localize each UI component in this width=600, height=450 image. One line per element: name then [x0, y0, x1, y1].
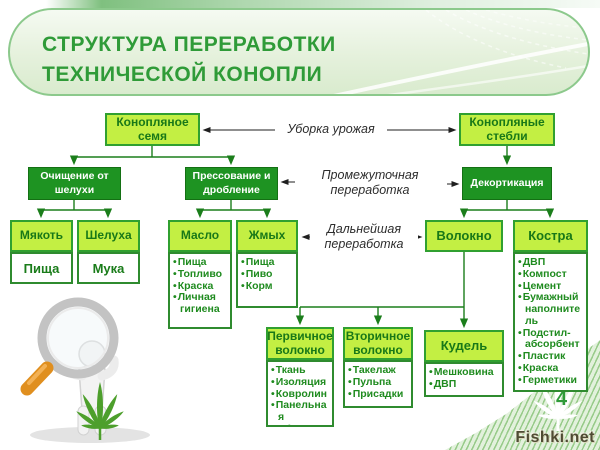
flow-label-further-line1: Дальнейшая	[326, 222, 402, 236]
product-item: ДВП	[518, 256, 585, 269]
product-item: ДВП	[429, 378, 501, 391]
node-fiber: Волокно	[425, 220, 503, 252]
slide-title: СТРУКТУРА ПЕРЕРАБОТКИ ТЕХНИЧЕСКОЙ КОНОПЛ…	[42, 30, 336, 90]
product-item: Краска	[173, 280, 229, 293]
slide-title-line1: СТРУКТУРА ПЕРЕРАБОТКИ	[42, 33, 336, 56]
flow-label-intermediate-line2: переработка	[330, 183, 410, 197]
product-item: Бумажный наполнитель	[518, 291, 585, 327]
product-item: Компост	[518, 268, 585, 281]
node-cake: Жмых	[236, 220, 298, 252]
product-pulp: Пища	[10, 252, 73, 284]
node-primary-fiber-label: Первичное волокно	[267, 329, 333, 357]
page-number: 4	[556, 388, 568, 410]
node-secondary-fiber-label: Вторичное волокно	[345, 329, 411, 357]
node-primary-fiber: Первичное волокно	[266, 327, 334, 360]
watermark: Fishki.net	[515, 429, 595, 446]
product-item: Пища	[241, 256, 295, 269]
magnifier-figure-illustration	[20, 297, 150, 443]
product-item: Пища	[173, 256, 229, 269]
product-item: Корм	[241, 280, 295, 293]
product-list-cake: ПищаПивоКорм	[236, 252, 298, 308]
product-item: Пиво	[241, 268, 295, 281]
node-pulp: Мякоть	[10, 220, 73, 252]
flow-label-intermediate-line1: Промежуточная	[321, 168, 419, 182]
top-gradient-strip	[46, 0, 600, 8]
node-cake-label: Жмых	[248, 228, 286, 243]
product-husk-label: Мука	[92, 260, 125, 276]
node-hemp-seed-label: Конопляное семя	[116, 115, 189, 143]
node-hemp-seed: Конопляное семя	[105, 113, 200, 146]
node-secondary-fiber: Вторичное волокно	[343, 327, 413, 360]
slide-title-line2: ТЕХНИЧЕСКОЙ КОНОПЛИ	[42, 63, 323, 86]
hemp-leaf-icon	[76, 382, 124, 440]
node-oil: Масло	[168, 220, 232, 252]
node-tow-label: Кудель	[440, 337, 488, 353]
product-item: Цемент	[518, 280, 585, 293]
product-pulp-label: Пища	[23, 260, 60, 276]
product-item: Топливо	[173, 268, 229, 281]
product-item: Панельная обшивка	[271, 399, 331, 425]
node-fiber-label: Волокно	[436, 227, 492, 243]
node-hurd: Костра	[513, 220, 588, 252]
node-tow: Кудель	[424, 330, 504, 362]
product-item: Герметики	[518, 374, 585, 387]
product-list-hurd: ДВПКомпостЦементБумажный наполнительПодс…	[513, 252, 588, 392]
header-swirl-decoration	[333, 10, 588, 94]
product-list-primary-fiber: ТканьИзоляцияКовролинПанельная обшивка	[266, 360, 334, 427]
flow-label-harvest: Уборка урожая	[275, 122, 387, 137]
node-pressing-label: Прессование и дробление	[192, 170, 271, 196]
product-item: Подстил-абсорбент	[518, 327, 585, 352]
product-list-oil: ПищаТопливоКраскаЛичная гигиена	[168, 252, 232, 329]
node-husk-cleaning-label: Очищение от шелухи	[40, 170, 109, 196]
node-pulp-label: Мякоть	[19, 228, 64, 243]
node-pressing: Прессование и дробление	[185, 167, 278, 200]
product-item: Пластик	[518, 350, 585, 363]
node-hemp-stalks: Конопляные стебли	[459, 113, 555, 146]
product-item: Такелаж	[348, 364, 410, 377]
product-item: Мешковина	[429, 366, 501, 379]
flow-label-harvest-text: Уборка урожая	[287, 122, 375, 136]
product-husk: Мука	[77, 252, 140, 284]
flow-label-further-line2: переработка	[324, 237, 404, 251]
node-decortication-label: Декортикация	[470, 176, 544, 189]
node-hurd-label: Костра	[528, 227, 573, 243]
node-husk-cleaning: Очищение от шелухи	[28, 167, 121, 200]
product-item: Ткань	[271, 364, 331, 377]
product-item: Краска	[518, 362, 585, 375]
slide-header: СТРУКТУРА ПЕРЕРАБОТКИ ТЕХНИЧЕСКОЙ КОНОПЛ…	[8, 8, 590, 96]
node-decortication: Декортикация	[462, 167, 552, 200]
node-hemp-stalks-label: Конопляные стебли	[469, 115, 545, 143]
product-item: Изоляция	[271, 376, 331, 389]
node-oil-label: Масло	[180, 228, 220, 243]
product-item: Личная гигиена	[173, 291, 229, 316]
node-husk: Шелуха	[77, 220, 140, 252]
flow-label-intermediate: Промежуточная переработка	[313, 168, 427, 198]
product-list-secondary-fiber: ТакелажПульпаПрисадки	[343, 360, 413, 408]
product-item: Ковролин	[271, 388, 331, 401]
product-list-tow: МешковинаДВП	[424, 362, 504, 397]
product-item: Пульпа	[348, 376, 410, 389]
node-husk-label: Шелуха	[85, 228, 132, 243]
product-item: Присадки	[348, 388, 410, 401]
flow-label-further: Дальнейшая переработка	[310, 222, 418, 252]
